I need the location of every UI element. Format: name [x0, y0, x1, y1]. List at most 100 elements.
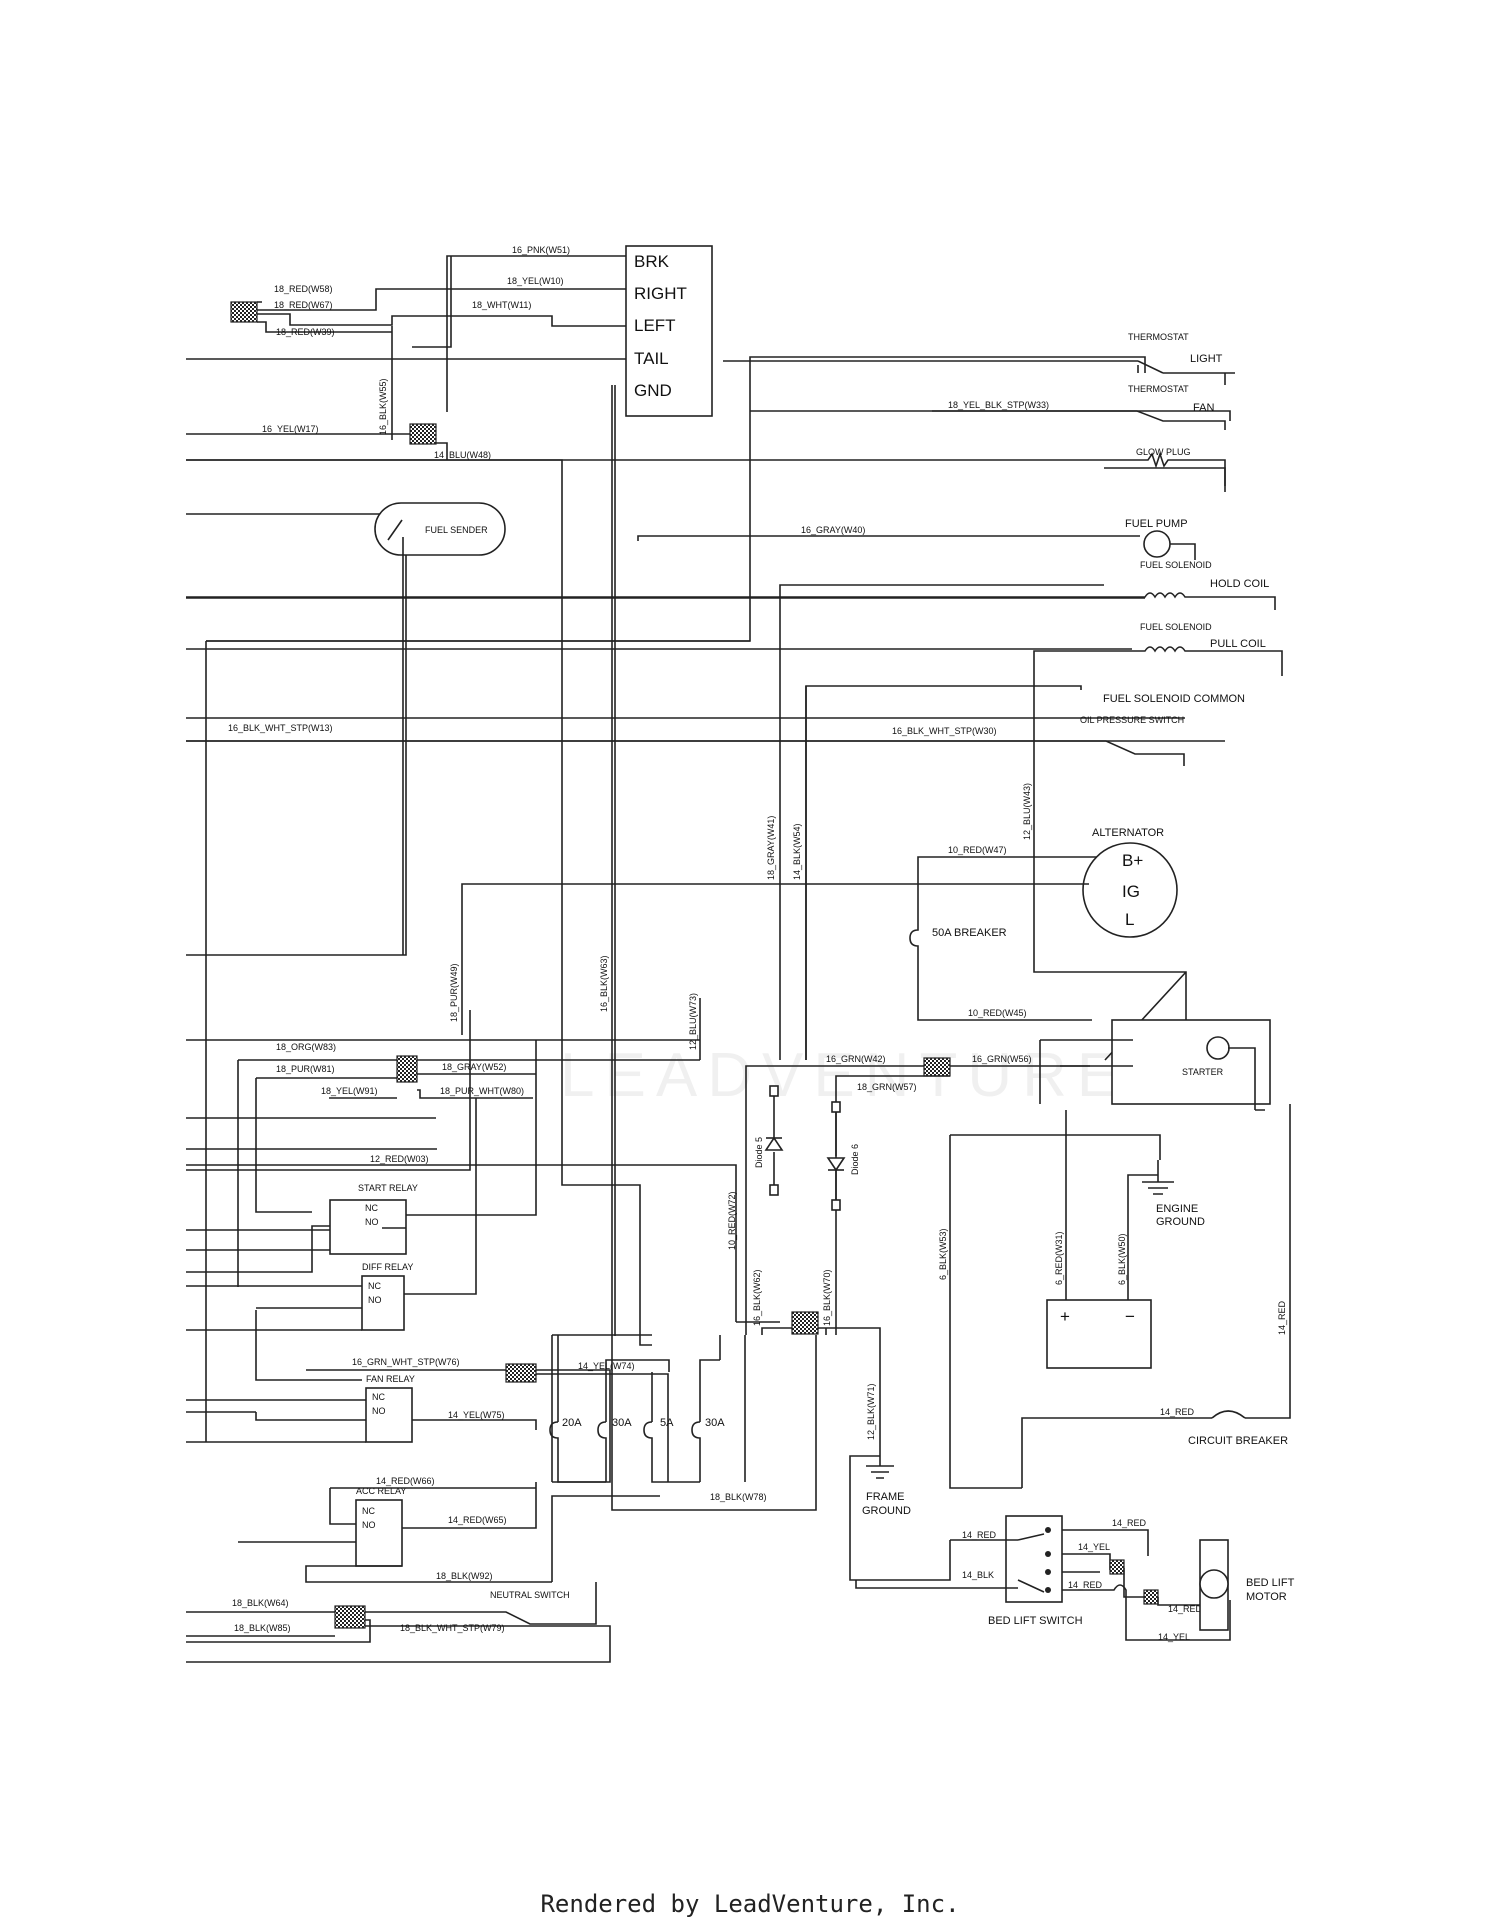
- start-relay-label: START RELAY: [358, 1183, 418, 1193]
- wire-red14-sw2: 14_RED: [1068, 1580, 1103, 1590]
- starter: [1111, 1019, 1271, 1105]
- wire-w57: 18_GRN(W57): [857, 1082, 917, 1092]
- wire-red14-sw1: 14_RED: [1112, 1518, 1147, 1528]
- fuel-pump-motor: [1143, 530, 1171, 558]
- wire-red14: 14_RED: [1277, 1300, 1287, 1335]
- wire-w76: 16_GRN_WHT_STP(W76): [352, 1357, 460, 1367]
- start-relay: [329, 1199, 407, 1255]
- wire-blk14: 14_BLK: [962, 1570, 994, 1580]
- fuel-sender-label: FUEL SENDER: [425, 525, 488, 535]
- fan-relay-nc: NC: [372, 1392, 385, 1402]
- breaker-50a-label: 50A BREAKER: [932, 927, 1007, 939]
- wire-w92: 18_BLK(W92): [436, 1571, 493, 1581]
- wire-w54: 14_BLK(W54): [792, 823, 802, 880]
- glow-plug-label: GLOW PLUG: [1136, 447, 1191, 457]
- thermostat2-label: THERMOSTAT: [1128, 384, 1189, 394]
- label-left: LEFT: [634, 316, 676, 335]
- wire-w75: 14_YEL(W75): [448, 1410, 505, 1420]
- start-relay-nc: NC: [365, 1203, 378, 1213]
- wire-w64: 18_BLK(W64): [232, 1598, 289, 1608]
- alternator-l-label: L: [1125, 910, 1134, 929]
- wire-w56: 16_GRN(W56): [972, 1054, 1032, 1064]
- fuel-solenoid-small-label: FUEL SOLENOID: [1140, 560, 1212, 570]
- wire-w13: 16_BLK_WHT_STP(W13): [228, 723, 333, 733]
- diff-relay-nc: NC: [368, 1281, 381, 1291]
- fuel-solenoid-common-label: FUEL SOLENOID COMMON: [1103, 693, 1245, 705]
- oil-pressure-switch-label: OIL PRESSURE SWITCH: [1080, 715, 1184, 725]
- wire-w48: 14_BLU(W48): [434, 450, 491, 460]
- wire-w03: 12_RED(W03): [370, 1154, 429, 1164]
- wire-red14-bls: 14_RED: [962, 1530, 997, 1540]
- wire-w78: 18_BLK(W78): [710, 1492, 767, 1502]
- fuel-pump-label: FUEL PUMP: [1125, 518, 1188, 530]
- wire-w73: 12_BLU(W73): [688, 993, 698, 1050]
- diff-relay: [361, 1275, 405, 1331]
- wire-w30: 16_BLK_WHT_STP(W30): [892, 726, 997, 736]
- wire-w50: 6_BLK(W50): [1117, 1233, 1127, 1285]
- battery-plus: +: [1060, 1307, 1070, 1326]
- pull-coil-note: FUEL SOLENOID: [1140, 622, 1212, 632]
- wire-w71: 12_BLK(W71): [866, 1383, 876, 1440]
- diode6-label: Diode 6: [850, 1144, 860, 1175]
- battery: [1046, 1299, 1152, 1369]
- acc-relay-label: ACC RELAY: [356, 1486, 406, 1496]
- wire-w65: 14_RED(W65): [448, 1515, 507, 1525]
- circuit-breaker-symbol: [1211, 1410, 1246, 1419]
- starter-motor: [1206, 1036, 1230, 1060]
- wire-w40: 16_GRAY(W40): [801, 525, 865, 535]
- diode6-symbol: [826, 1157, 846, 1172]
- light-label: LIGHT: [1190, 353, 1223, 365]
- label-right: RIGHT: [634, 284, 687, 303]
- frame-ground-label1: FRAME: [866, 1491, 905, 1503]
- connector-w55: [409, 423, 437, 445]
- connector-ground: [791, 1311, 819, 1335]
- fuel-sender-wiper: [387, 519, 403, 541]
- label-tail: TAIL: [634, 349, 669, 368]
- hold-coil-label: HOLD COIL: [1210, 578, 1269, 590]
- light-connector: [625, 245, 713, 417]
- wire-w80: 18_PUR_WHT(W80): [440, 1086, 524, 1096]
- wire-red14-cb: 14_RED: [1160, 1407, 1195, 1417]
- connector-green: [923, 1057, 951, 1077]
- fan-relay-no: NO: [372, 1406, 386, 1416]
- label-brk: BRK: [634, 252, 670, 271]
- fuse-5a-label: 5A: [660, 1417, 674, 1429]
- bed-lift-motor-label1: BED LIFT: [1246, 1577, 1295, 1589]
- wire-w81: 18_PUR(W81): [276, 1064, 335, 1074]
- fan-label: FAN: [1193, 402, 1214, 414]
- start-relay-no: NO: [365, 1217, 379, 1227]
- diode5-label: Diode 5: [754, 1137, 764, 1168]
- wire-w53: 6_BLK(W53): [938, 1228, 948, 1280]
- wire-w63: 16_BLK(W63): [599, 955, 609, 1012]
- wire-w41: 18_GRAY(W41): [766, 816, 776, 880]
- acc-relay-nc: NC: [362, 1506, 375, 1516]
- bed-lift-switch-label: BED LIFT SWITCH: [988, 1615, 1083, 1627]
- wire-w62: 16_BLK(W62): [752, 1269, 762, 1326]
- fuse-30a-1-label: 30A: [612, 1417, 632, 1429]
- fuel-sender: [374, 502, 506, 556]
- frame-ground-label2: GROUND: [862, 1505, 911, 1517]
- wire-w43: 12_BLU(W43): [1022, 783, 1032, 840]
- fuse-30a-2-label: 30A: [705, 1417, 725, 1429]
- connector-center-left: [396, 1055, 418, 1083]
- diff-relay-no: NO: [368, 1295, 382, 1305]
- wire-w70: 16_BLK(W70): [822, 1269, 832, 1326]
- footer-credit: Rendered by LeadVenture, Inc.: [540, 1890, 960, 1918]
- fan-relay-label: FAN RELAY: [366, 1374, 415, 1384]
- left-connector-top: [230, 301, 258, 323]
- wire-w66: 14_RED(W66): [376, 1476, 435, 1486]
- diode5-symbol: [764, 1136, 784, 1151]
- bed-lift-switch-contacts: [1017, 1527, 1051, 1593]
- fuse-block: 20A 30A 5A 30A: [549, 1334, 725, 1483]
- connector-bottom-left: [334, 1605, 366, 1629]
- alternator-b-label: B+: [1122, 851, 1143, 870]
- bed-lift-motor-label2: MOTOR: [1246, 1591, 1287, 1603]
- wire-w39: 18_RED(W39): [276, 327, 335, 337]
- wire-w11: 18_WHT(W11): [472, 300, 531, 310]
- pull-coil-label: PULL COIL: [1210, 638, 1266, 650]
- wire-w17: 16_YEL(W17): [262, 424, 319, 434]
- neutral-switch-label: NEUTRAL SWITCH: [490, 1590, 570, 1600]
- fan-relay: [365, 1387, 413, 1443]
- fuse-20a-label: 20A: [562, 1417, 582, 1429]
